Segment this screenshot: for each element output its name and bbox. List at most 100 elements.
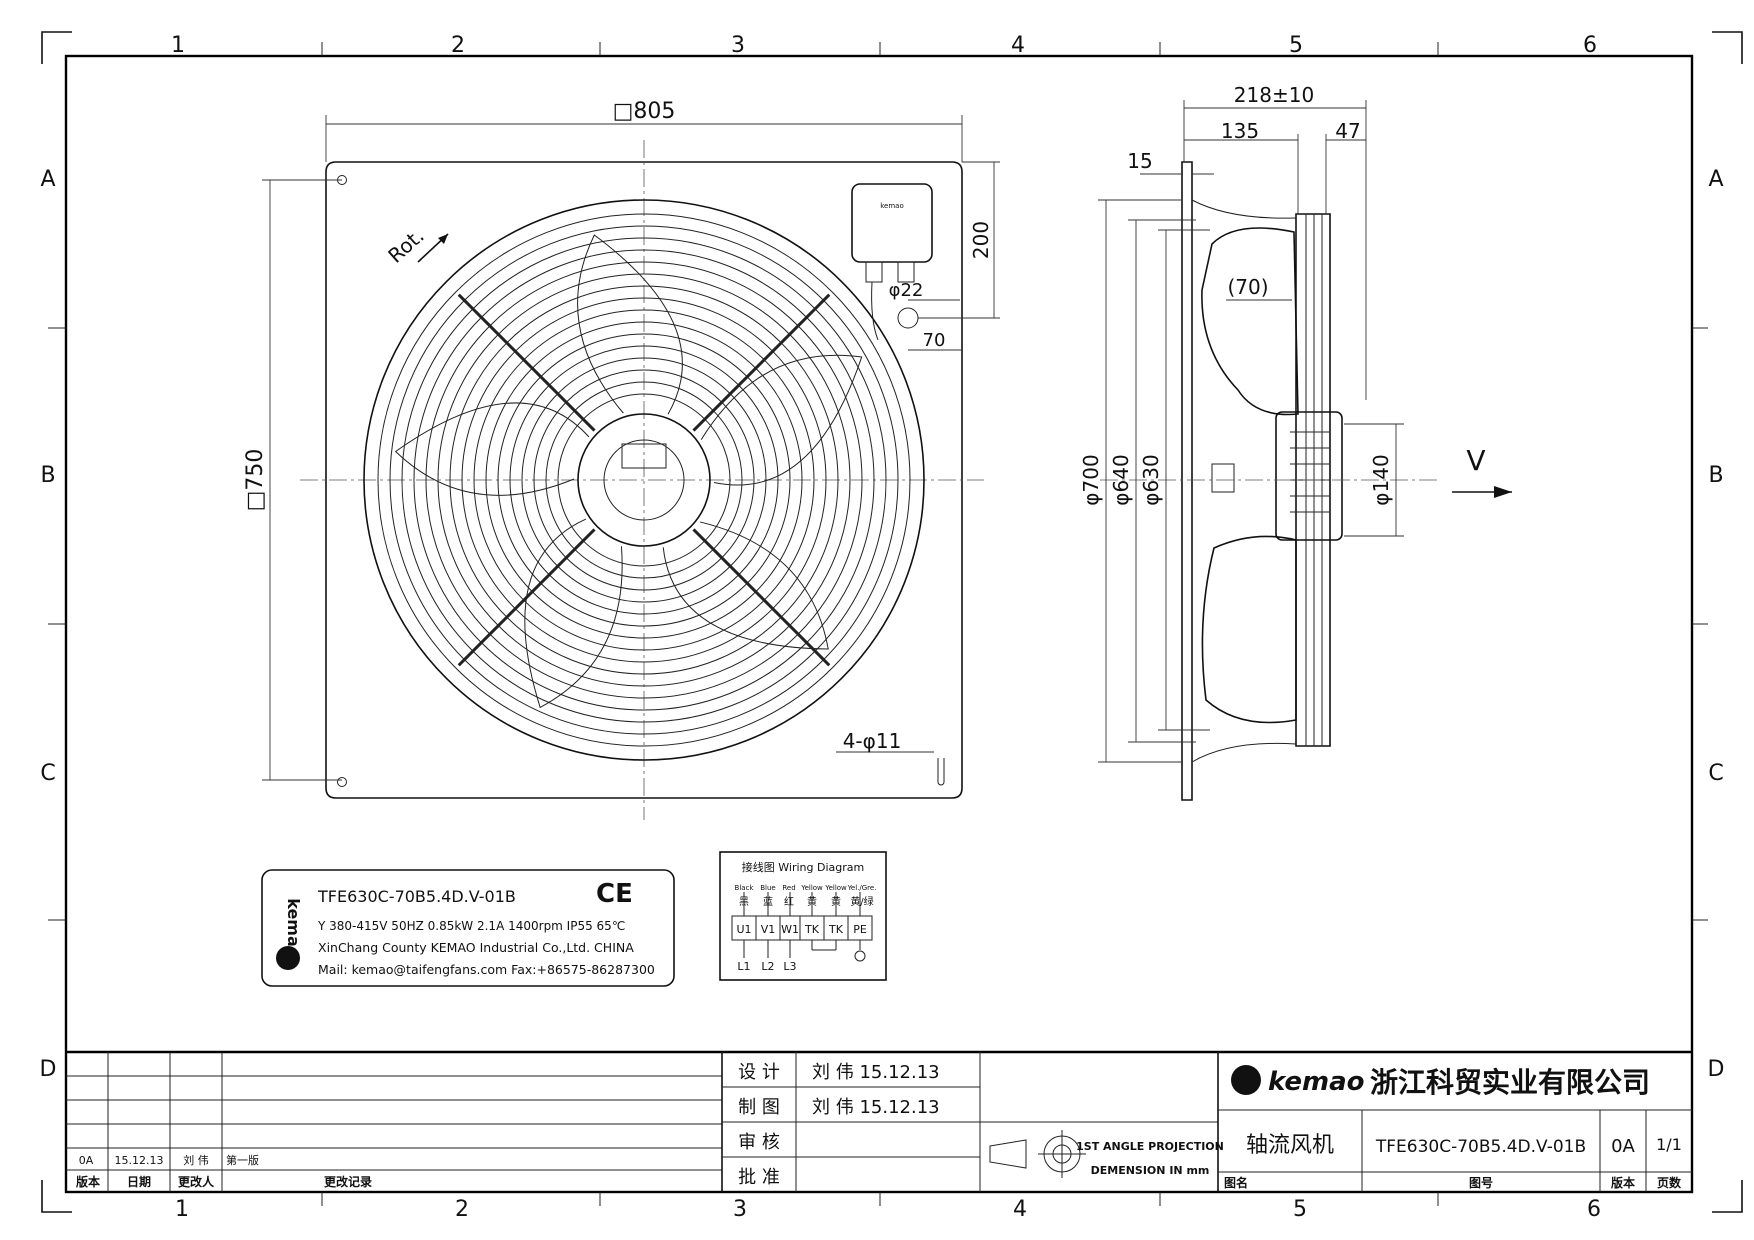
nameplate: kemao TFE630C-70B5.4D.V-01B CE Y 380-415… <box>261 869 675 987</box>
fan-blade <box>662 521 829 650</box>
signoff-value: 刘 伟 15.12.13 <box>812 1062 940 1083</box>
guard-ring <box>545 381 743 579</box>
drawing-border <box>64 54 1694 1194</box>
line-label: L3 <box>783 960 796 973</box>
col-label: 5 <box>1289 33 1303 58</box>
side-view: V 218±10 135 47 15 (70) φ700 φ640 φ630 φ… <box>1079 83 1512 801</box>
terminal-label: V1 <box>761 923 776 936</box>
projection-line2: DEMENSION IN mm <box>1091 1164 1210 1177</box>
fan-blade <box>577 234 683 415</box>
guard-ring <box>437 273 851 687</box>
col-label: 1 <box>171 33 185 58</box>
side-flange <box>1181 161 1193 801</box>
signoff-role: 设 计 <box>738 1062 780 1083</box>
fan-blade <box>524 518 623 709</box>
page-value: 1/1 <box>1656 1135 1682 1154</box>
col-label: 4 <box>1013 1197 1027 1222</box>
guard-strut <box>692 528 831 667</box>
dim-cable-gland: φ22 <box>889 280 924 301</box>
dim-box-offset: 200 <box>969 221 993 259</box>
col-label: 3 <box>733 1197 747 1222</box>
wire-color-cn: 黄/绿 <box>850 895 873 908</box>
terminal-box <box>851 183 933 263</box>
cable-gland <box>897 307 919 329</box>
nameplate-brand: kemao <box>284 898 303 958</box>
line-label: L1 <box>737 960 750 973</box>
wire-color-en: Yel./Gre. <box>847 884 877 892</box>
dim-dia-ring: φ640 <box>1109 454 1133 505</box>
dim-blade-offset: (70) <box>1227 275 1268 299</box>
terminal-box-logo: kemao <box>880 202 904 210</box>
dim-height: □750 <box>243 449 268 512</box>
dim-dia-blade: φ630 <box>1139 454 1163 505</box>
drawing-number: TFE630C-70B5.4D.V-01B <box>1375 1137 1586 1157</box>
signoff-value: 刘 伟 15.12.13 <box>812 1097 940 1118</box>
signoff-role: 制 图 <box>738 1097 780 1118</box>
rev-person: 刘 伟 <box>183 1154 209 1167</box>
nameplate-model: TFE630C-70B5.4D.V-01B <box>317 887 516 906</box>
zone-ticks <box>48 42 1708 1206</box>
projection-line1: 1ST ANGLE PROJECTION <box>1076 1140 1224 1153</box>
dim-depth-a: 135 <box>1221 119 1259 143</box>
side-blade-upper <box>1201 227 1299 416</box>
projection-symbol-icon <box>989 1130 1086 1178</box>
nameplate-maker: XinChang County KEMAO Industrial Co.,Ltd… <box>318 940 634 955</box>
logo-text: kemao <box>1268 1067 1365 1097</box>
guard-struts <box>457 293 831 667</box>
col-label: 4 <box>1011 33 1025 58</box>
venturi-inner <box>377 213 911 747</box>
guard-ring <box>521 357 767 603</box>
guard-ring <box>497 333 791 627</box>
col-label: 2 <box>451 33 465 58</box>
guard-ring <box>413 249 875 711</box>
rev-header-version: 版本 <box>76 1174 100 1189</box>
guard-ring <box>533 369 755 591</box>
dim-cable-offset: 70 <box>923 330 946 351</box>
guard-ring <box>401 237 887 723</box>
mounting-hole <box>337 777 347 787</box>
terminal-label: PE <box>853 923 867 936</box>
nameplate-specs: Y 380-415V 50HZ 0.85kW 2.1A 1400rpm IP55… <box>317 919 625 933</box>
dim-holes: 4-φ11 <box>843 729 902 753</box>
terminal-label: TK <box>804 923 820 936</box>
side-blade-lower <box>1201 535 1297 724</box>
wire-color-en: Yellow <box>800 884 823 892</box>
wiring-title: 接线图 Wiring Diagram <box>742 860 864 874</box>
mounting-plate <box>325 161 963 799</box>
row-label: B <box>40 463 55 488</box>
terminal-label: TK <box>828 923 844 936</box>
guard-ring <box>461 297 827 663</box>
row-label: A <box>1708 167 1723 192</box>
slot-hole <box>937 758 945 786</box>
company-name: 浙江科贸实业有限公司 <box>1370 1066 1650 1099</box>
wire-color-en: Red <box>782 884 795 892</box>
rev-version: 0A <box>79 1154 94 1167</box>
col-label: 3 <box>731 33 745 58</box>
row-label: A <box>40 167 55 192</box>
company-logo-icon <box>1231 1065 1261 1095</box>
airflow-label: V <box>1466 444 1485 477</box>
guard-strut <box>692 293 831 432</box>
sheet-corner-marks <box>41 31 1743 1213</box>
hub-inner <box>603 439 685 521</box>
front-view: kemao Rot. □805 □750 200 φ22 70 4-φ11 <box>243 99 1000 820</box>
row-label: D <box>1708 1057 1725 1082</box>
hub-outer <box>577 413 711 547</box>
venturi-ring <box>363 199 925 761</box>
label-name: 图名 <box>1224 1175 1248 1190</box>
dim-depth-b: 47 <box>1335 119 1360 143</box>
col-label: 2 <box>455 1197 469 1222</box>
title-block: 0A 15.12.13 刘 伟 第一版 版本 日期 更改人 更改记录 设 计 刘… <box>66 1050 1692 1192</box>
nameplate-contact: Mail: kemao@taifengfans.com Fax:+86575-8… <box>318 962 655 977</box>
rev-header-person: 更改人 <box>178 1174 215 1189</box>
col-label: 6 <box>1587 1197 1601 1222</box>
row-label: B <box>1708 463 1723 488</box>
rev-date: 15.12.13 <box>115 1154 164 1167</box>
rev-note: 第一版 <box>226 1153 259 1167</box>
version-value: 0A <box>1611 1136 1635 1157</box>
rev-header-note: 更改记录 <box>324 1174 372 1189</box>
row-label: D <box>40 1057 57 1082</box>
terminal-label: U1 <box>736 923 751 936</box>
guard-ring <box>557 393 731 567</box>
guard-ring <box>473 309 815 651</box>
